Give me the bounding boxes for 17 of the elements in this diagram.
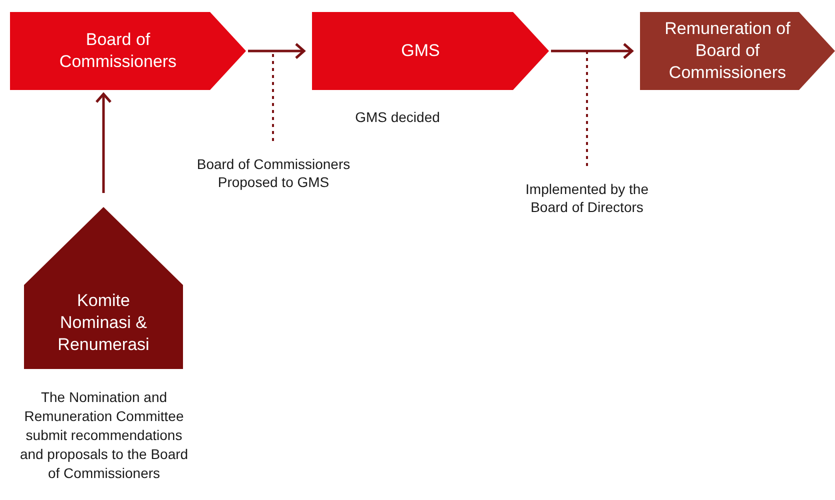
arrow bbox=[248, 42, 306, 60]
arrow-shaped-box bbox=[312, 12, 549, 90]
arrow bbox=[95, 92, 112, 193]
arrow-shaped-box bbox=[640, 12, 835, 90]
arrow-shaped-box bbox=[10, 12, 246, 90]
node-label: Implemented by the Board of Directors bbox=[524, 180, 650, 216]
caption-text: The Nomination and Remuneration Committee submit recommendations and proposals to the Board of Commissioners bbox=[18, 388, 190, 483]
arrow bbox=[551, 42, 634, 60]
leader-line bbox=[586, 52, 588, 166]
node-label: GMS bbox=[400, 40, 441, 62]
node-label: Remuneration of Board of Commissioners bbox=[664, 18, 792, 84]
node-label: Board of Commissioners bbox=[58, 29, 178, 73]
leader-line bbox=[272, 52, 274, 141]
house-shaped-box bbox=[24, 207, 183, 369]
caption-text: GMS decided bbox=[354, 108, 441, 127]
node-label: Board of Commissioners Proposed to GMS bbox=[196, 155, 351, 191]
node-label: Komite Nominasi & Renumerasi bbox=[56, 290, 150, 356]
